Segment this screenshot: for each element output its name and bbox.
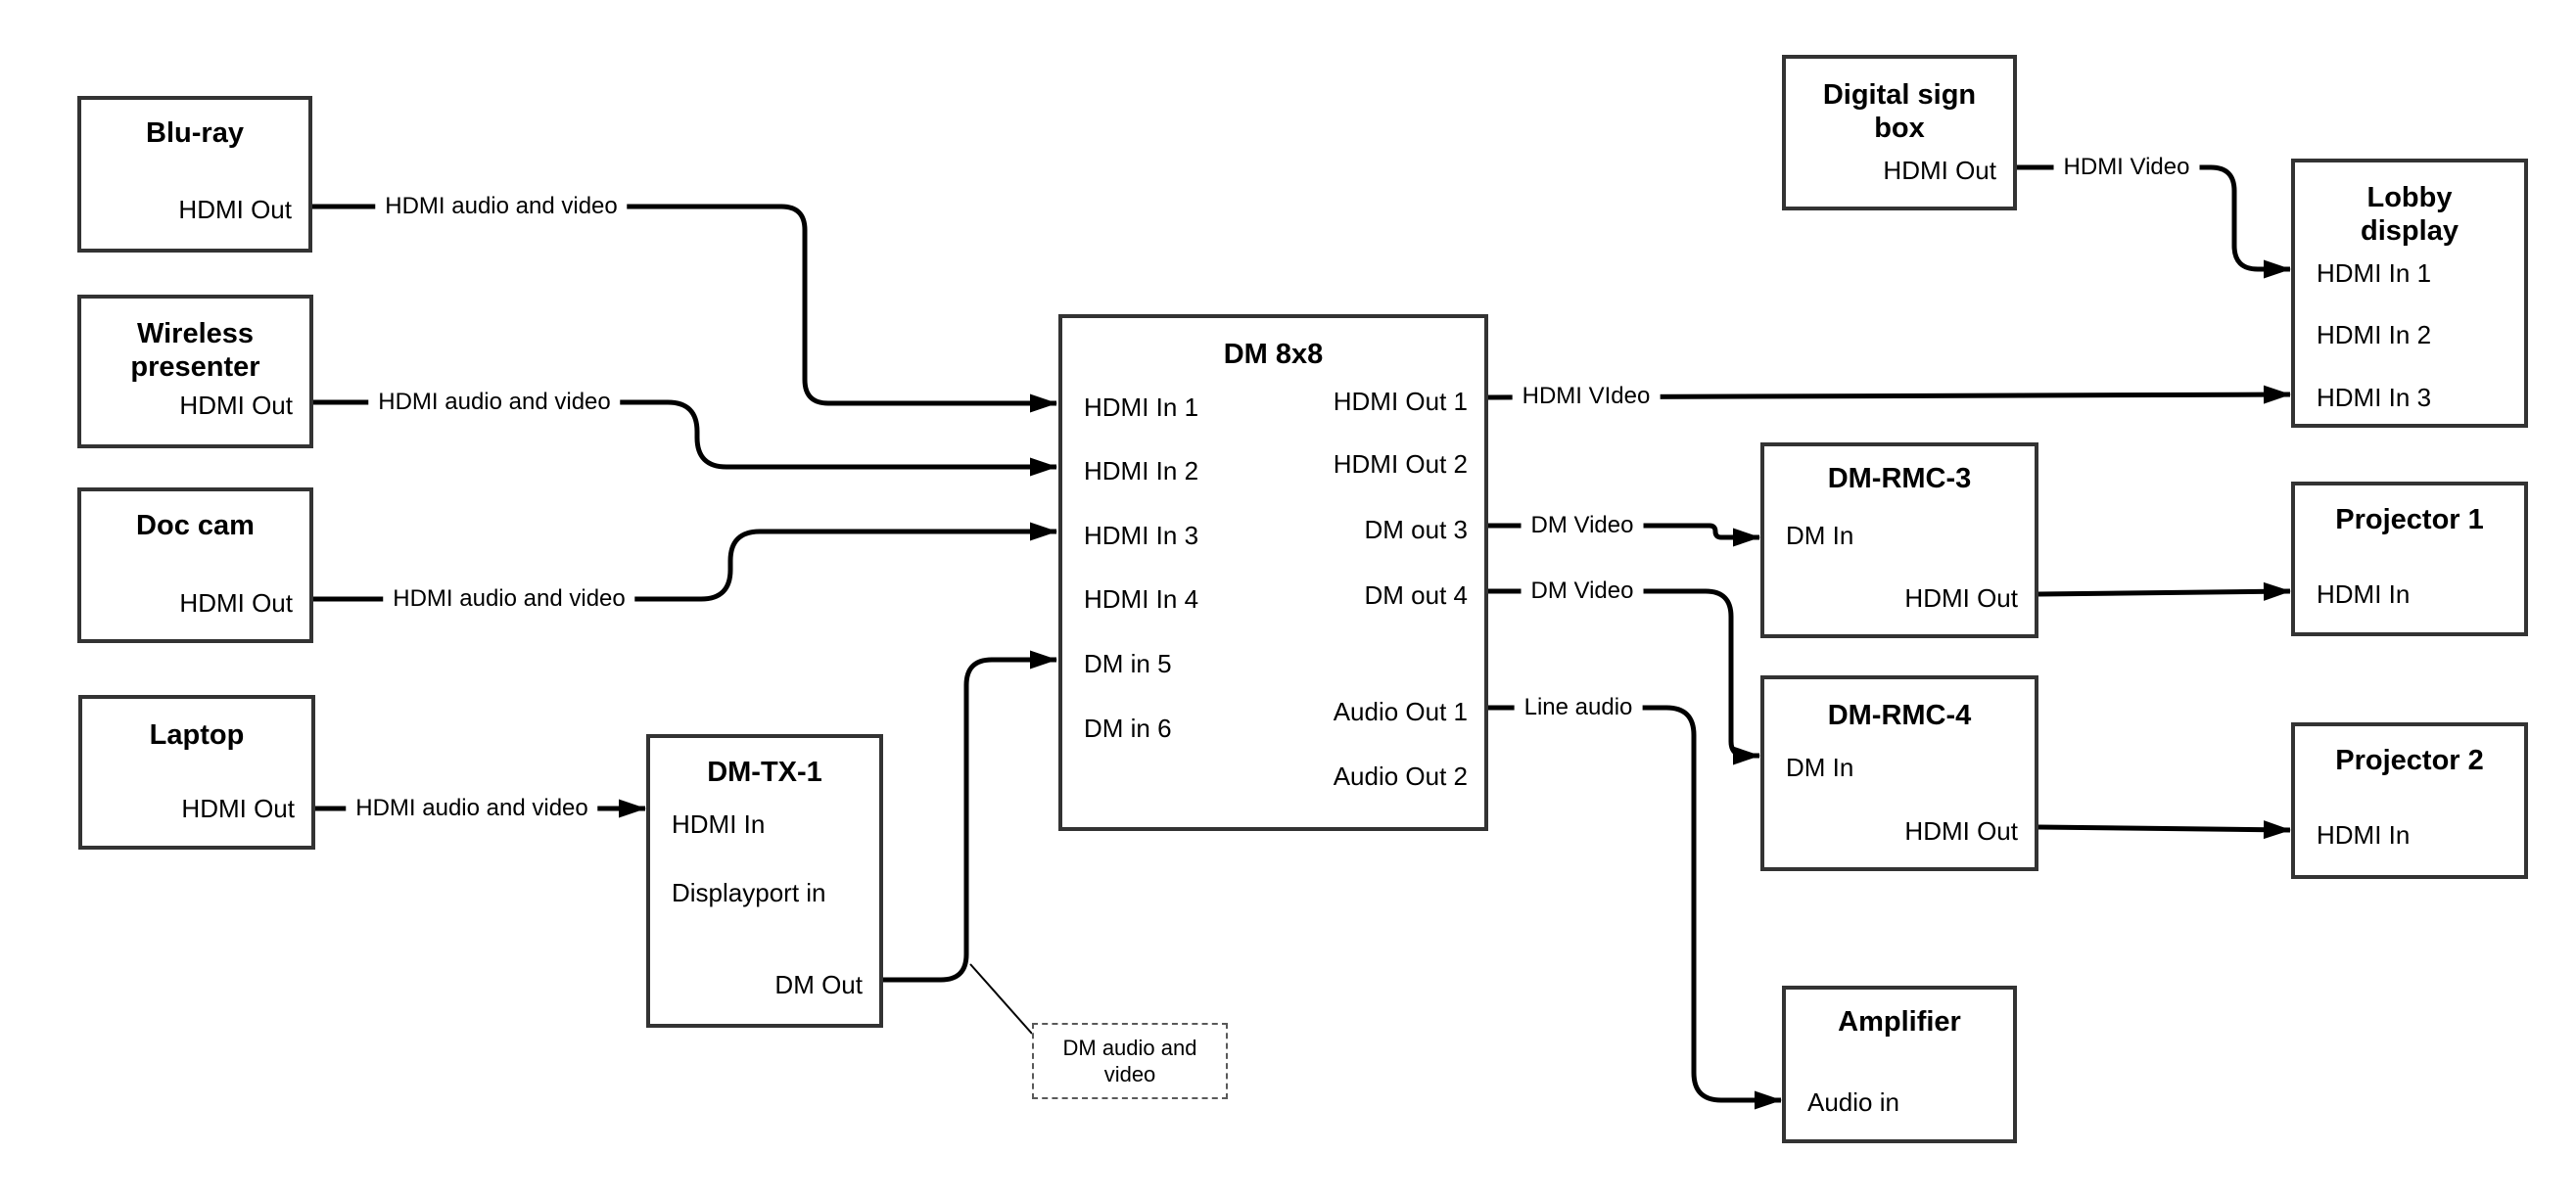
dm8x8-out1-to-lobby-in3-wire	[1487, 385, 2291, 404]
rmc3-to-projector1-wire	[2037, 581, 2291, 601]
wireless-to-dm8x8-in2-wire	[313, 399, 1057, 477]
dm8x8-audio1-to-amplifier-wire	[1488, 705, 1782, 1110]
dmtx1-to-dm8x8-in5-wire	[883, 650, 1057, 983]
doccam-to-dm8x8-in3-wire	[313, 522, 1057, 602]
note-dm-audio-and-video: DM audio and video	[1032, 1023, 1228, 1099]
rmc4-to-projector2-wire	[2037, 820, 2291, 840]
note-callout-wire	[969, 963, 1033, 1035]
digitalsign-to-lobby-in1-wire	[2017, 164, 2291, 279]
note-line-2: video	[1103, 1062, 1156, 1086]
dm8x8-out4-to-rmc4-wire	[1488, 588, 1760, 765]
dm8x8-out3-to-rmc3-wire	[1488, 523, 1760, 547]
bluray-to-dm8x8-in1-wire	[312, 204, 1057, 413]
note-line-1: DM audio and	[1062, 1036, 1197, 1060]
